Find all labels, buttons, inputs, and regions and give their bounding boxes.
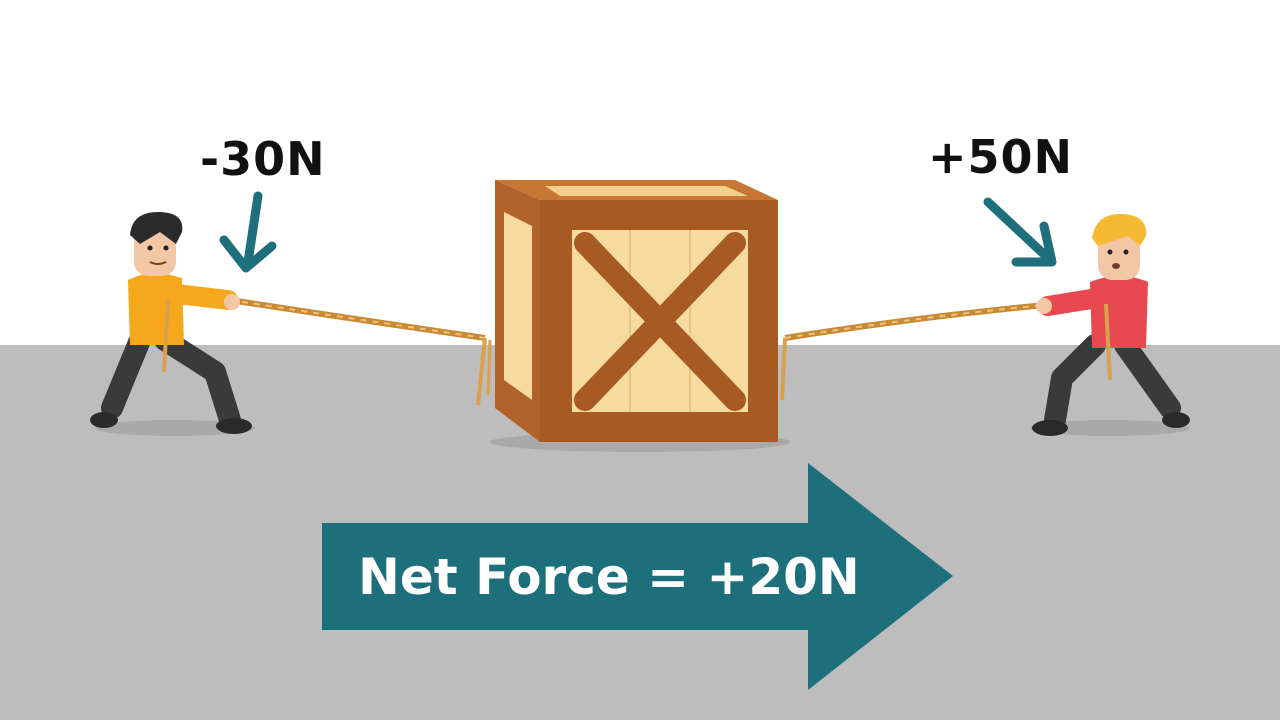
rope-icon [229,297,1046,406]
left-person-shadow [95,420,255,436]
net-force-arrow-icon [322,463,953,690]
left-force-label: -30N [200,132,326,186]
net-force-label: Net Force = +20N [358,548,860,606]
right-force-label: +50N [928,130,1074,184]
left-person-icon [90,212,252,434]
right-person-icon [1032,214,1190,436]
force-pointer-icon [219,191,1057,273]
crate-icon [495,180,778,442]
right-person-shadow [1030,420,1190,436]
